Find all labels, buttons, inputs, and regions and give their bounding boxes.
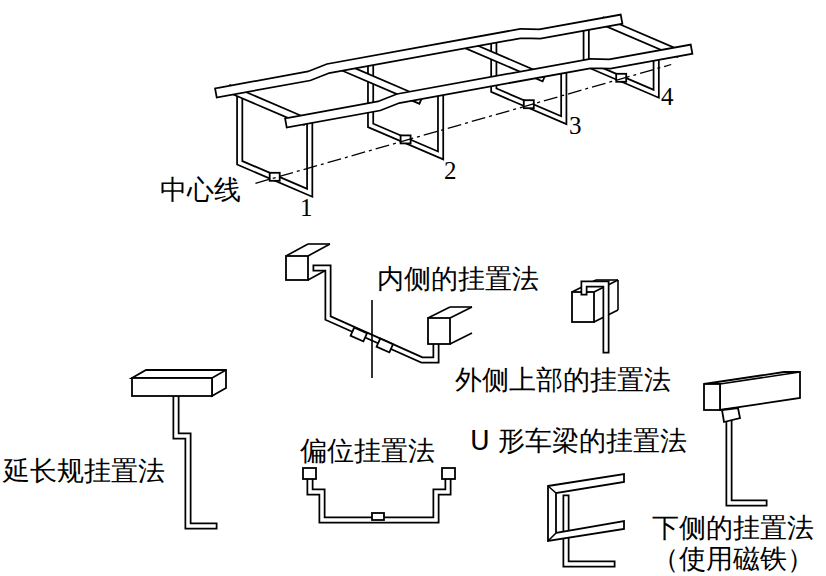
- underside-hanging-figure: [704, 372, 800, 503]
- rail-edge: [308, 244, 330, 256]
- method-label: 内侧的挂置法: [377, 263, 539, 294]
- gauge-bar: [310, 478, 448, 520]
- gauge-bar: [310, 478, 448, 520]
- callout-label: 中心线: [160, 174, 241, 205]
- method-label: U 形车梁的挂置法: [470, 425, 687, 456]
- offset-hanging-figure: [303, 468, 455, 520]
- cross-member: [605, 22, 675, 52]
- channel-edge: [548, 533, 556, 541]
- side-rail: [290, 50, 687, 122]
- rail-section: [286, 256, 308, 280]
- channel-edge: [548, 486, 556, 493]
- center-pin: [270, 173, 280, 181]
- center-line: [371, 300, 373, 378]
- rail-body: [132, 370, 226, 396]
- frame-illustration: [220, 20, 687, 193]
- cross-member: [605, 22, 675, 52]
- cross-member: [232, 90, 302, 120]
- hanger-block: [442, 468, 455, 479]
- gauge-bar: [584, 284, 606, 350]
- u-channel: [548, 474, 624, 541]
- gauge-bar: [584, 284, 606, 350]
- scale-mark: [351, 327, 367, 341]
- cross-member: [232, 90, 302, 120]
- hanger-block: [303, 468, 316, 479]
- rail-edge: [450, 307, 472, 318]
- rail-edge: [428, 307, 450, 318]
- callout-number: 4: [661, 83, 674, 112]
- center-line: [255, 65, 671, 184]
- side-rail: [220, 20, 617, 92]
- method-label: 偏位挂置法: [300, 435, 435, 466]
- gauge-bar: [176, 398, 214, 526]
- rail-edge: [450, 306, 472, 308]
- rail-section: [132, 378, 212, 396]
- callout-number: 3: [569, 112, 582, 141]
- magnet: [722, 408, 740, 422]
- gauge-bar: [176, 398, 214, 526]
- callout-number: 2: [444, 157, 457, 186]
- gauge-bar: [729, 420, 764, 503]
- rail-section: [572, 292, 594, 322]
- callout-number: 1: [300, 194, 313, 223]
- scale-mark: [377, 338, 393, 352]
- rail-edge: [450, 333, 472, 344]
- rail-section: [428, 318, 450, 344]
- extension-hanging-figure: [132, 370, 226, 526]
- rail-section: [704, 384, 720, 410]
- rail-edge: [212, 370, 226, 378]
- rail-edge: [617, 280, 619, 310]
- rail-edge: [720, 372, 800, 384]
- method-label: 外侧上部的挂置法: [455, 364, 671, 395]
- u-channel-hanging-figure: [548, 474, 624, 564]
- center-pin: [372, 513, 384, 520]
- gauge-bar: [729, 420, 764, 503]
- rail-edge: [286, 244, 308, 256]
- outer-top-hanging-figure: [572, 280, 618, 350]
- side-rail: [220, 20, 617, 92]
- rail-body: [704, 372, 800, 410]
- method-label: 下侧的挂置法 （使用磁铁）: [648, 512, 818, 574]
- rail-edge: [308, 243, 330, 245]
- method-label: 延长规挂置法: [3, 455, 165, 486]
- side-rail: [290, 50, 687, 122]
